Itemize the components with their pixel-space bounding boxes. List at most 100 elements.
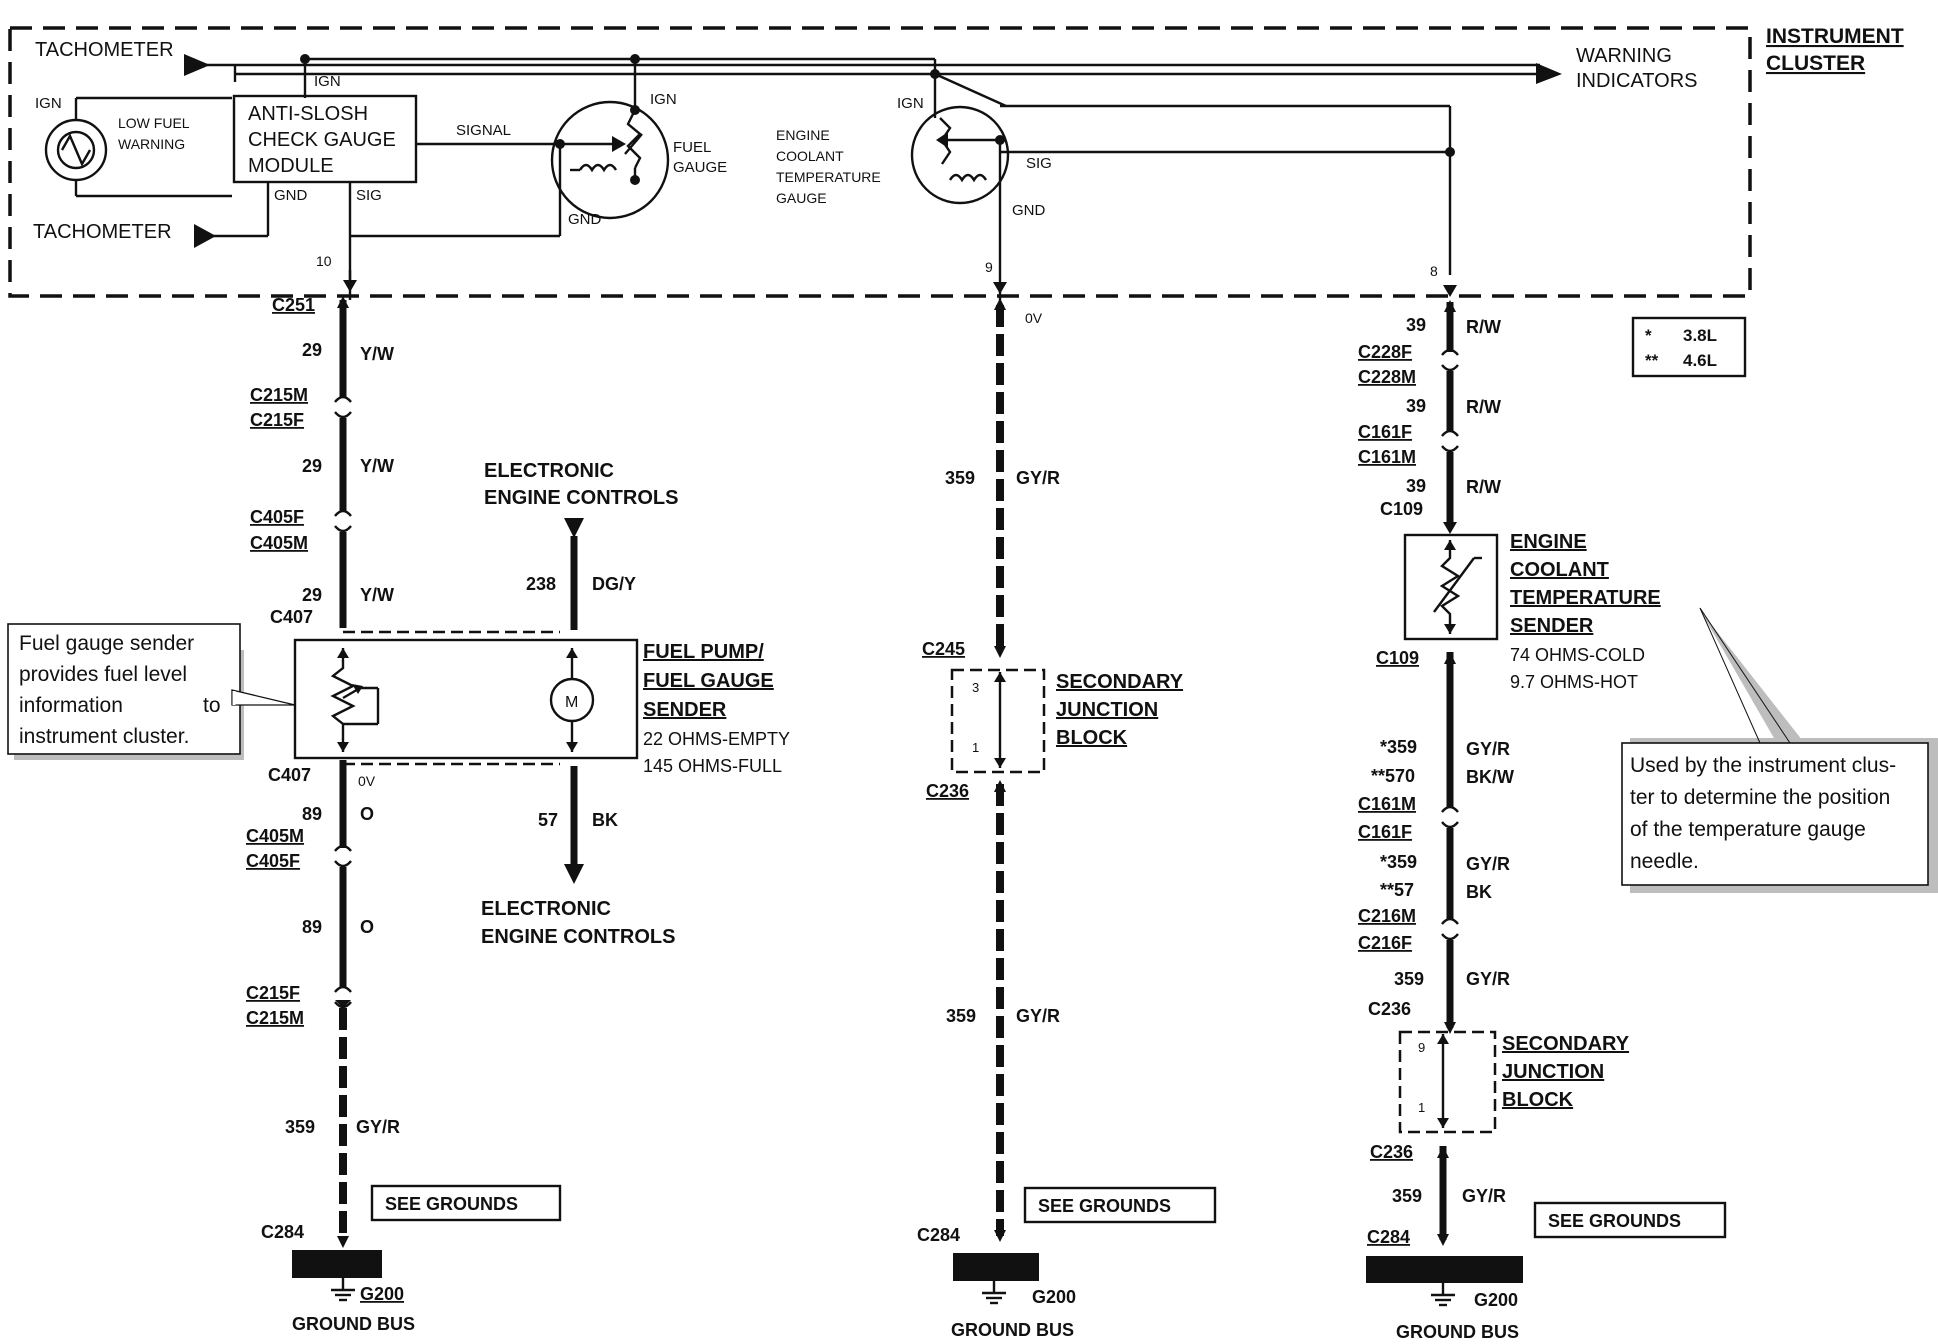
sjb-label: SECONDARY — [1056, 671, 1184, 693]
circuit-number: 89 — [302, 917, 322, 937]
circuit-number: 29 — [302, 456, 322, 476]
ground-g200: G200 — [1474, 1290, 1518, 1310]
sjb-label: BLOCK — [1502, 1089, 1574, 1111]
sender-spec: 145 OHMS-FULL — [643, 756, 782, 776]
pin-number: 3 — [972, 680, 979, 695]
connector-c284: C284 — [917, 1225, 960, 1245]
wire-color: R/W — [1466, 317, 1501, 337]
ground-g200: G200 — [1032, 1287, 1076, 1307]
connector-c236: C236 — [926, 781, 969, 801]
connector-c245: C245 — [922, 639, 965, 659]
signal-label: SIGNAL — [456, 122, 511, 139]
ign-label: IGN — [897, 95, 924, 112]
see-grounds-box — [1023, 1186, 1217, 1224]
wire-color: R/W — [1466, 477, 1501, 497]
low-fuel-warning-label: LOW FUEL — [118, 115, 190, 131]
sjb-label: JUNCTION — [1056, 699, 1158, 721]
pin-number: 1 — [1418, 1100, 1425, 1115]
circuit-number: 57 — [538, 810, 558, 830]
connector-c236: C236 — [1370, 1142, 1413, 1162]
callout-text: information — [19, 694, 123, 717]
tachometer-arrow-icon — [194, 224, 216, 248]
temp-gauge-ground-circuit: 0V 359 GY/R C245 3 1 SECONDARY JUNCTION … — [917, 298, 1217, 1340]
see-grounds-label: SEE GROUNDS — [1548, 1211, 1681, 1231]
module-label: CHECK GAUGE — [248, 129, 396, 151]
legend-value: 3.8L — [1683, 326, 1717, 345]
wire-color: O — [360, 917, 374, 937]
connector-c251: C251 — [272, 295, 315, 315]
circuit-number: 29 — [302, 585, 322, 605]
wire-color: GY/R — [1462, 1186, 1506, 1206]
connector-c405f: C405F — [250, 507, 304, 527]
eec-label: ENGINE CONTROLS — [484, 487, 678, 509]
circuit-number: *359 — [1380, 852, 1417, 872]
circuit-number: 29 — [302, 340, 322, 360]
sjb-label: SECONDARY — [1502, 1033, 1630, 1055]
connector-c215f: C215F — [250, 410, 304, 430]
circuit-number: 359 — [1394, 969, 1424, 989]
fuel-sender-callout: Fuel gauge sender provides fuel level in… — [7, 623, 296, 760]
eec-label: ENGINE CONTROLS — [481, 926, 675, 948]
temp-gauge-callout: Used by the instrument clus- ter to dete… — [1621, 607, 1938, 893]
ign-label: IGN — [650, 91, 677, 108]
temp-gauge-label: GAUGE — [776, 190, 827, 206]
secondary-junction-block — [1398, 1030, 1497, 1134]
sjb-label: BLOCK — [1056, 727, 1128, 749]
wire-color: GY/R — [1466, 854, 1510, 874]
sender-title: SENDER — [643, 699, 727, 721]
wire-color: R/W — [1466, 397, 1501, 417]
legend-mark: * — [1645, 326, 1652, 345]
gnd-label: GND — [568, 211, 602, 228]
circuit-number: 359 — [1392, 1186, 1422, 1206]
ects-label: COOLANT — [1510, 559, 1609, 581]
warning-indicators-label: INDICATORS — [1576, 70, 1698, 92]
connector-c109: C109 — [1376, 648, 1419, 668]
ects-spec: 74 OHMS-COLD — [1510, 645, 1645, 665]
low-fuel-warning-label: WARNING — [118, 136, 185, 152]
connector-c161f: C161F — [1358, 822, 1412, 842]
wire-color: GY/R — [356, 1117, 400, 1137]
wire-color: Y/W — [360, 456, 394, 476]
legend-value: 4.6L — [1683, 351, 1717, 370]
connector-c216m: C216M — [1358, 906, 1416, 926]
engine-legend: * 3.8L ** 4.6L — [1631, 316, 1747, 378]
wire-color: DG/Y — [592, 574, 636, 594]
fuel-pump-sender-box — [293, 638, 639, 760]
see-grounds-label: SEE GROUNDS — [385, 1194, 518, 1214]
callout-text: to — [203, 694, 221, 717]
ground-bus-label: GROUND BUS — [951, 1320, 1074, 1340]
ground-bus-label: GROUND BUS — [1396, 1322, 1519, 1342]
connector-c161m: C161M — [1358, 794, 1416, 814]
ground-bus-bar — [292, 1250, 382, 1278]
wire-color: GY/R — [1466, 739, 1510, 759]
connector-c236: C236 — [1368, 999, 1411, 1019]
ects-label: TEMPERATURE — [1510, 587, 1661, 609]
pin-number: 8 — [1430, 263, 1438, 279]
connector-c161f: C161F — [1358, 422, 1412, 442]
connector-c215m: C215M — [246, 1008, 304, 1028]
callout-text: Used by the instrument clus- — [1630, 754, 1896, 777]
circuit-number: 39 — [1406, 315, 1426, 335]
instrument-cluster-title: CLUSTER — [1766, 52, 1865, 75]
temp-gauge-label: ENGINE — [776, 127, 830, 143]
low-fuel-warning-lamp: IGN LOW FUEL WARNING — [35, 95, 232, 198]
callout-text: ter to determine the position — [1630, 786, 1890, 809]
connector-c407: C407 — [270, 607, 313, 627]
sender-spec: 22 OHMS-EMPTY — [643, 729, 790, 749]
eec-label: ELECTRONIC — [484, 460, 614, 482]
circuit-number: *359 — [1380, 737, 1417, 757]
module-label: MODULE — [248, 155, 334, 177]
coolant-temperature-gauge: ENGINE COOLANT TEMPERATURE GAUGE IGN SIG… — [776, 59, 1455, 275]
fuel-gauge-label: GAUGE — [673, 159, 727, 176]
ground-bus-bar — [953, 1253, 1039, 1281]
callout-text: needle. — [1630, 850, 1699, 873]
connector-c215m: C215M — [250, 385, 308, 405]
secondary-junction-block — [950, 668, 1046, 774]
circuit-number: 39 — [1406, 476, 1426, 496]
fuel-gauge-label: FUEL — [673, 139, 711, 156]
voltage-label: 0V — [1025, 310, 1043, 326]
callout-text: Fuel gauge sender — [19, 632, 194, 655]
see-grounds-box — [370, 1184, 562, 1222]
ects-label: SENDER — [1510, 615, 1594, 637]
